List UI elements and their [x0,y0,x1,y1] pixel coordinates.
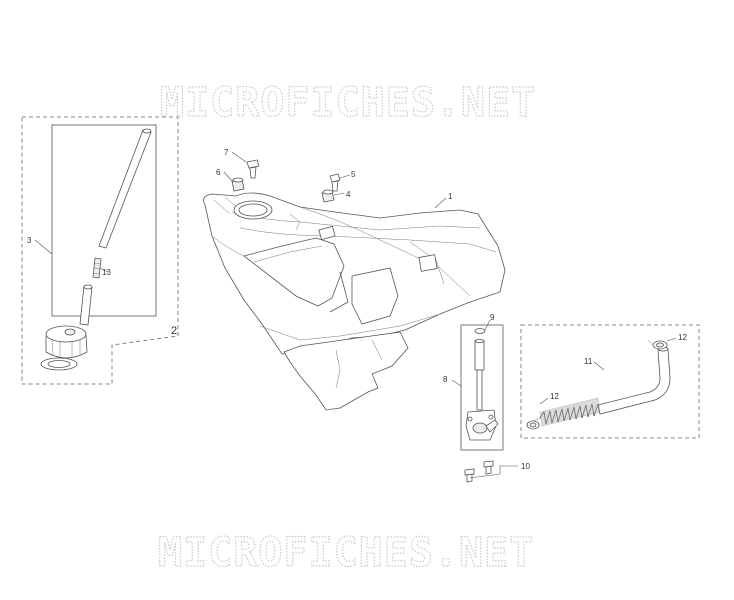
bushing-4 [321,189,335,203]
vent-tube [98,128,152,249]
watermark-top: MICROFICHES.NET [160,80,536,126]
watermark-bottom: MICROFICHES.NET [158,530,534,576]
group-8-box [460,324,504,451]
hose-clamp-12-upper [647,339,668,350]
callout-8: 8 [443,375,448,384]
callout-2: 2 [171,325,177,337]
callout-4: 4 [346,190,351,199]
fuel-tap-8 [465,339,499,441]
connector-fitting [92,257,102,279]
filler-cap [45,325,88,359]
callout-9: 9 [490,313,495,322]
group-11-box [520,324,700,439]
callout-12-lower: 12 [550,392,559,401]
short-tube [79,284,93,326]
bushing-6 [231,177,245,192]
fuel-hose-11 [539,346,671,427]
group-3-box [51,124,157,317]
fuel-tank [203,192,506,411]
bolt-5 [329,173,341,192]
group-2-boundary [21,116,179,385]
callout-11: 11 [584,357,593,366]
callout-10: 10 [521,462,530,471]
cap-gasket [40,357,78,371]
hose-clamp-12-lower [526,417,542,430]
screw-10a [464,468,475,483]
callout-6: 6 [216,168,221,177]
callout-13: 13 [102,268,111,277]
bolt-7 [246,159,260,179]
callout-5: 5 [351,170,356,179]
screw-10b [483,460,494,475]
o-ring-9 [474,328,486,334]
callout-12-upper: 12 [678,333,687,342]
callout-3: 3 [27,236,32,245]
callout-1: 1 [448,192,453,201]
callout-7: 7 [224,148,229,157]
